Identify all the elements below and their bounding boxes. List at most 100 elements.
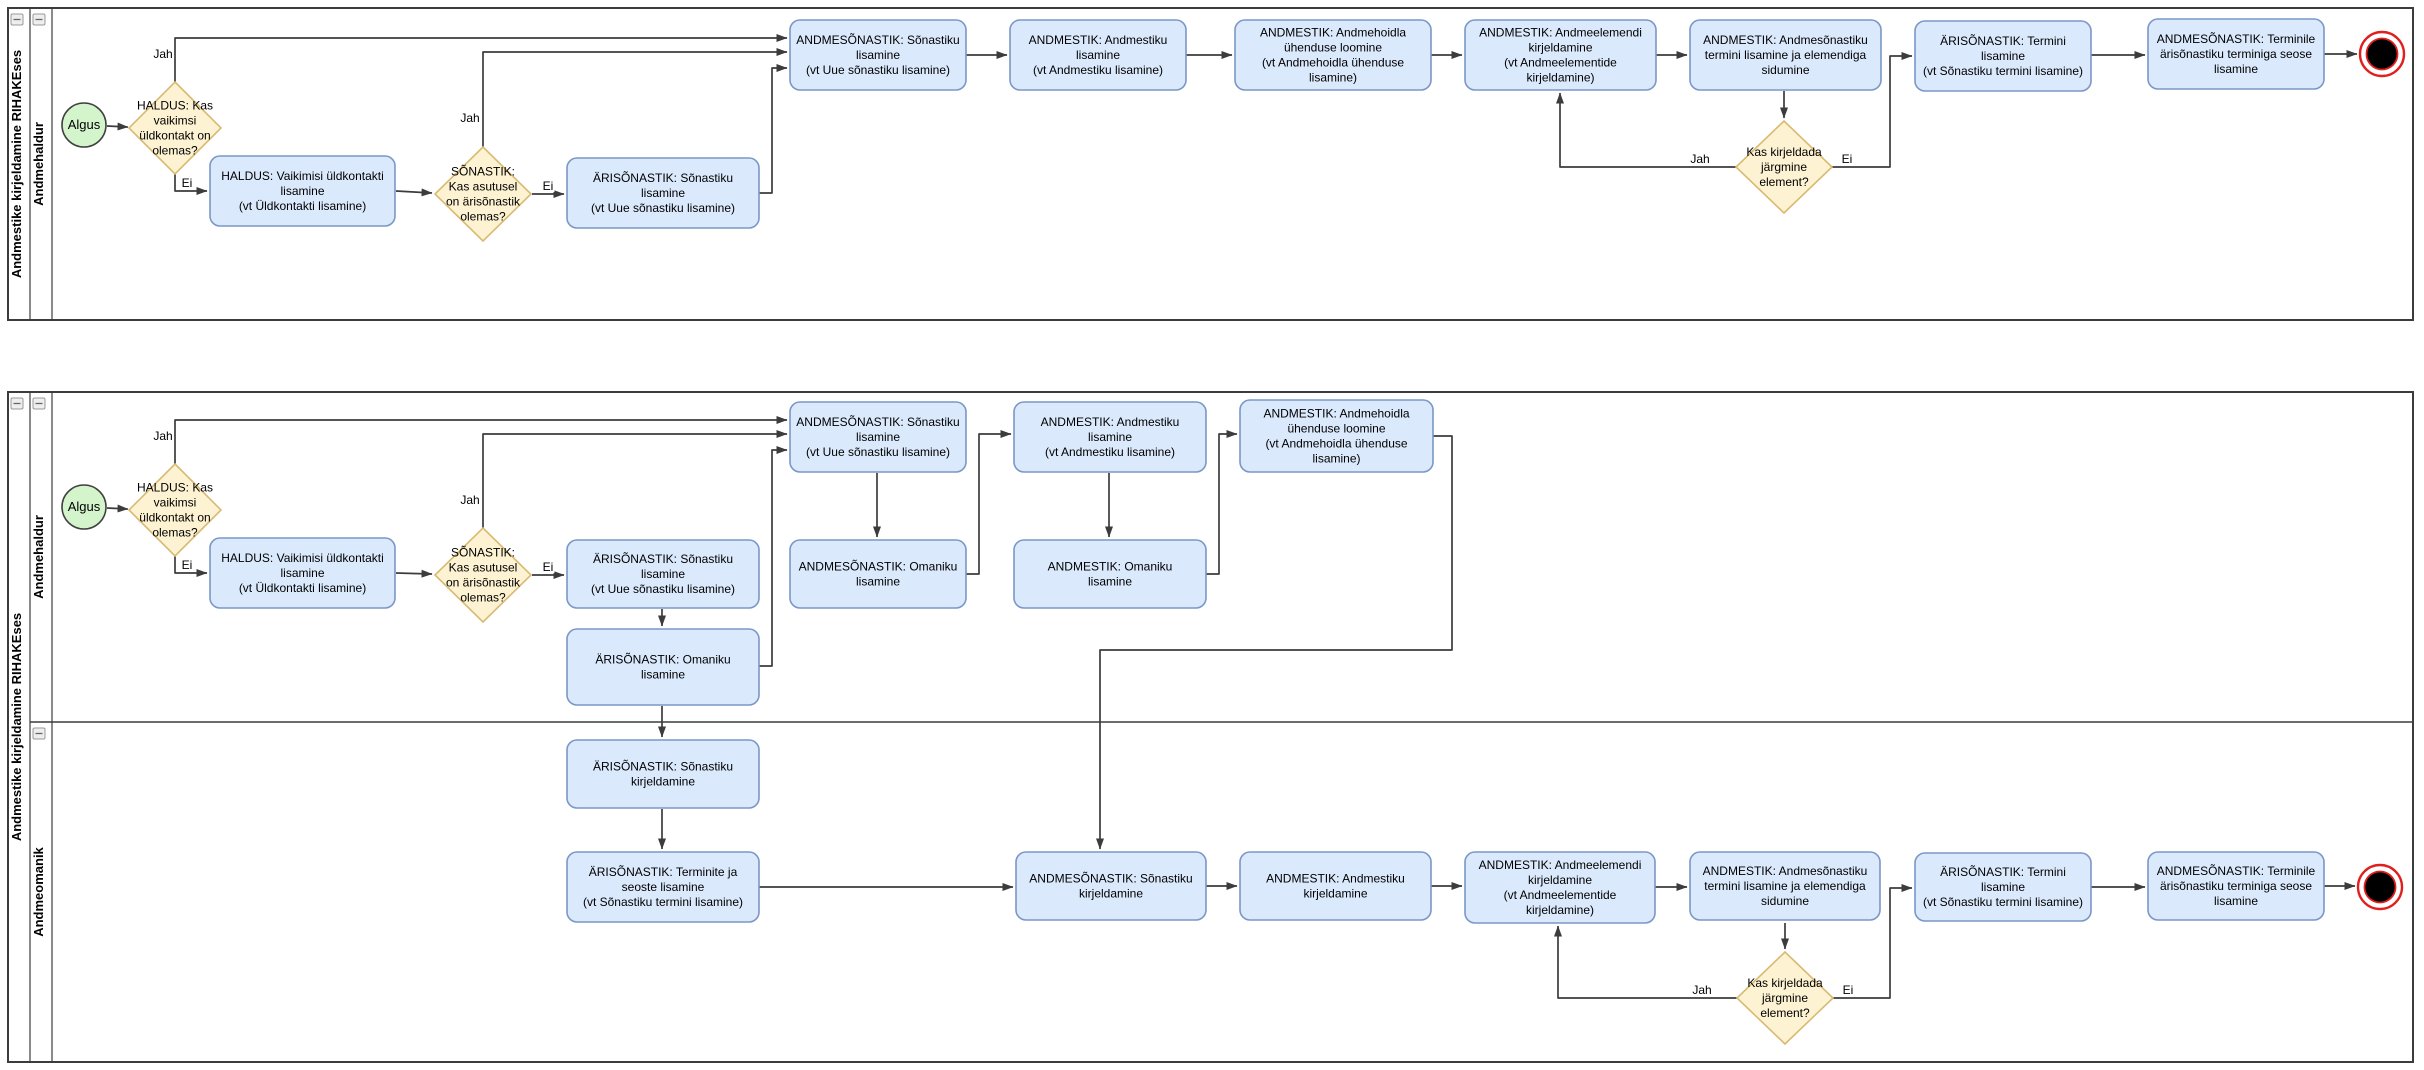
node-label: Kas asutusel [449, 561, 518, 575]
flow-connector [759, 64, 788, 194]
flow-label-ei: Ei [1843, 983, 1854, 997]
node-label: lisamine [1981, 49, 2025, 63]
flow-connector [395, 569, 433, 578]
node-label: ANDMESTIK: Andmehoidla [1260, 26, 1406, 40]
bot-start[interactable]: Algus [61, 484, 107, 530]
flow-connector [395, 188, 433, 197]
node-label: ANDMESTIK: Andmestiku [1041, 415, 1180, 429]
flow-connector [1096, 435, 1453, 850]
node-label: on ärisõnastik [446, 576, 521, 590]
node-label: (vt Sõnastiku termini lisamine) [1923, 64, 2083, 78]
node-label: vaikimsi [154, 496, 197, 510]
node-label: lisamine [1088, 575, 1132, 589]
lane-title: Andmeomanik [31, 846, 46, 936]
end-event-inner-disc [2363, 870, 2397, 904]
node-label: ANDMESTIK: Andmestiku [1029, 33, 1168, 47]
start-event-circle [61, 102, 107, 148]
top-start[interactable]: Algus [61, 102, 107, 148]
flow-connector [174, 34, 788, 82]
collapse-lane-button[interactable] [32, 727, 46, 740]
top-task-andmeelemendi-kirjeldamine[interactable]: ANDMESTIK: Andmeelemendikirjeldamine(vt … [1464, 19, 1657, 91]
node-label: ANDMESTIK: Andmehoidla [1263, 407, 1409, 421]
task-shape [566, 739, 760, 809]
flow-connector [1556, 92, 1736, 168]
top-end[interactable] [2358, 30, 2406, 78]
task-shape [1013, 539, 1207, 609]
gateway-diamond-shape [127, 462, 223, 558]
node-label: (vt Andmestiku lisamine) [1033, 63, 1163, 77]
task-shape [1464, 19, 1657, 91]
node-label: ÄRISÕNASTIK: Terminite ja [589, 864, 738, 879]
task-shape [1914, 20, 2092, 92]
collapse-lane-button[interactable] [32, 397, 46, 410]
node-label: HALDUS: Kas [137, 481, 213, 495]
top-task-uldkontakti-lisamine[interactable]: HALDUS: Vaikimisi üldkontaktilisamine(vt… [209, 155, 396, 227]
node-label: ANDMESTIK: Andmeelemendi [1479, 26, 1642, 40]
node-label: lisamine [641, 567, 685, 581]
collapse-lane-button[interactable] [32, 13, 46, 26]
flow-connector [482, 430, 788, 528]
node-label: (vt Andmeelementide [1504, 56, 1617, 70]
task-shape [1689, 19, 1882, 91]
node-label: kirjeldamine [1079, 887, 1143, 901]
node-label: kirjeldamine) [1526, 71, 1594, 85]
bot-task-andmeelemendi-kirjeldamine[interactable]: ANDMESTIK: Andmeelemendikirjeldamine(vt … [1464, 851, 1656, 924]
flow-label-jah: Jah [153, 429, 172, 443]
node-label: (vt Andmehoidla ühenduse [1265, 437, 1407, 451]
node-label: termini lisamine ja elemendiga [1705, 48, 1867, 62]
node-label: kirjeldamine [1528, 41, 1592, 55]
bot-end[interactable] [2356, 863, 2404, 911]
collapse-pool-button[interactable] [10, 13, 24, 26]
task-shape [209, 155, 396, 227]
node-label: vaikimsi [154, 114, 197, 128]
flow-label-ei: Ei [543, 560, 554, 574]
task-shape [1464, 851, 1656, 924]
bot-task-uldkontakti-lisamine[interactable]: HALDUS: Vaikimisi üldkontaktilisamine(vt… [209, 537, 396, 609]
node-label: ANDMESTIK: Andmestiku [1266, 872, 1405, 886]
node-label: (vt Uue sõnastiku lisamine) [591, 201, 735, 215]
lane-title: Andmehaldur [31, 122, 46, 206]
node-label: ANDMESTIK: Andmesõnastiku [1703, 864, 1868, 878]
node-label: ANDMESÕNASTIK: Terminile [2157, 863, 2316, 878]
collapse-pool-button[interactable] [10, 397, 24, 410]
node-label: element? [1759, 175, 1809, 189]
node-label: Algus [68, 117, 101, 132]
task-shape [1015, 851, 1207, 921]
node-label: ANDMESÕNASTIK: Sõnastiku [1029, 871, 1192, 886]
node-label: SÕNASTIK: [451, 545, 515, 560]
node-label: ANDMESÕNASTIK: Sõnastiku [796, 32, 959, 47]
node-label: lisamine [280, 566, 324, 580]
node-label: ÄRISÕNASTIK: Omaniku [595, 652, 730, 667]
node-label: sidumine [1761, 63, 1809, 77]
gateway-diamond-shape [127, 80, 223, 176]
